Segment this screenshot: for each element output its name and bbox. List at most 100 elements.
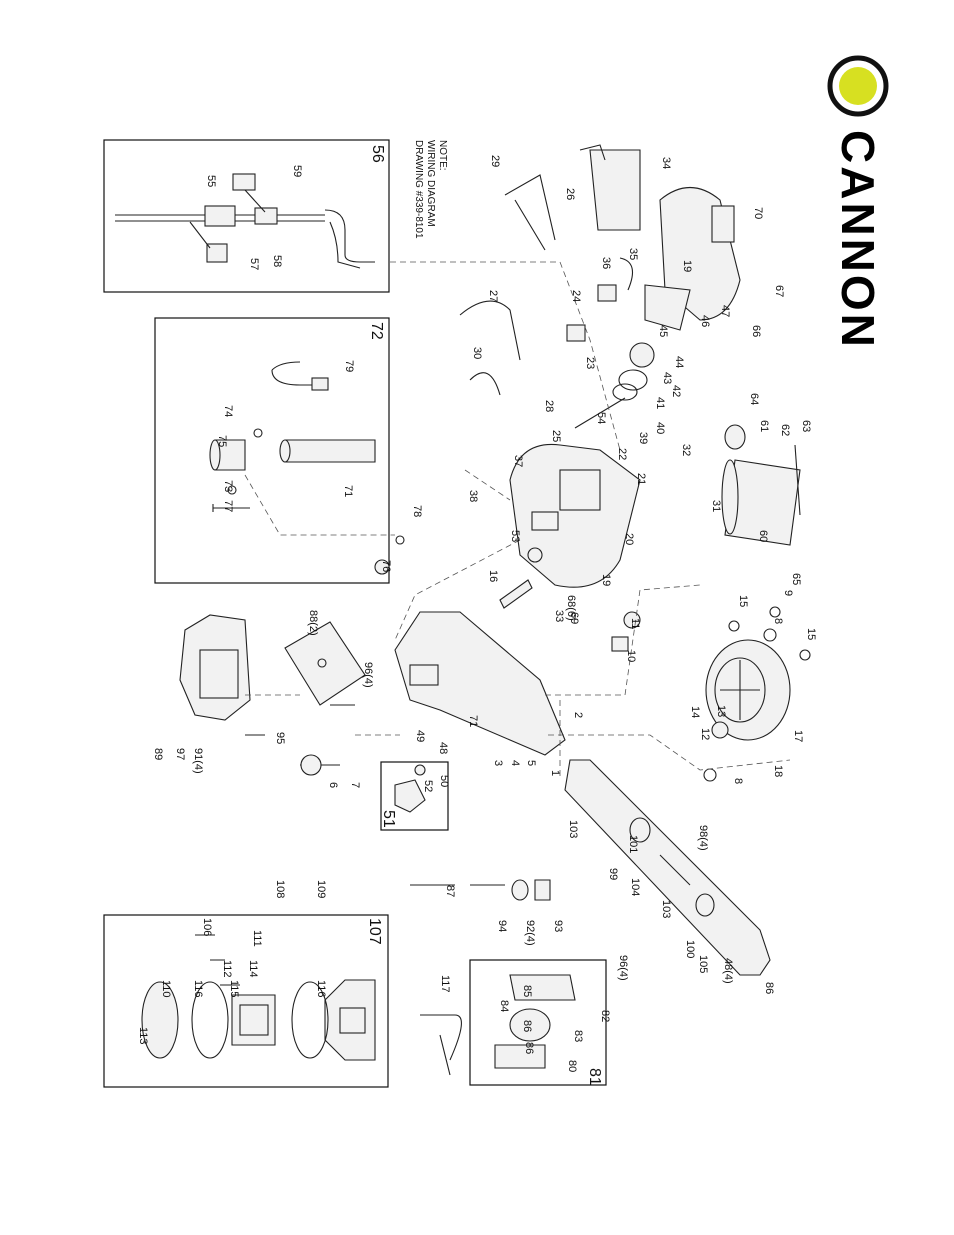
part-number-label: 96(4)	[617, 955, 629, 981]
box-81-label: 81	[586, 1068, 603, 1086]
part-number-label: 57	[248, 258, 260, 270]
part-number-label: 20	[623, 533, 635, 545]
part-number-label: 63	[800, 420, 812, 432]
part-number-label: 15	[805, 628, 817, 640]
part-number-label: 95	[274, 732, 286, 744]
box-56: 56	[103, 139, 390, 293]
part-number-label: 75	[216, 435, 228, 447]
part-number-label: 16	[487, 570, 499, 582]
part-number-label: 50	[438, 775, 450, 787]
part-number-label: 1	[549, 770, 561, 776]
part-number-label: 60	[757, 530, 769, 542]
part-number-label: 98(4)	[697, 825, 709, 851]
part-number-label: 85	[521, 985, 533, 997]
part-number-label: 39	[637, 432, 649, 444]
note-line-2: WIRING DIAGRAM	[425, 140, 436, 227]
part-number-label: 91(4)	[192, 748, 204, 774]
part-number-label: 25	[550, 430, 562, 442]
part-number-label: 32	[680, 444, 692, 456]
part-number-label: 55	[205, 175, 217, 187]
part-number-label: 94	[496, 920, 508, 932]
part-number-label: 44	[673, 356, 685, 368]
part-number-label: 103	[660, 900, 672, 918]
part-number-label: 64	[748, 393, 760, 405]
part-number-label: 89	[152, 748, 164, 760]
part-number-label: 100	[684, 940, 696, 958]
part-number-label: 84	[498, 1000, 510, 1012]
part-number-label: 40	[654, 422, 666, 434]
part-number-label: 101	[627, 835, 639, 853]
part-number-label: 3	[492, 760, 504, 766]
part-number-label: 92(4)	[524, 920, 536, 946]
part-number-label: 21	[635, 473, 647, 485]
part-number-label: 70	[752, 207, 764, 219]
part-number-label: 7	[349, 782, 361, 788]
part-number-label: 35	[627, 248, 639, 260]
part-number-label: 4	[509, 760, 521, 766]
part-number-label: 53	[509, 530, 521, 542]
part-number-label: 82	[599, 1010, 611, 1022]
cannon-logo: CANNON	[827, 55, 889, 350]
part-number-label: 80	[566, 1060, 578, 1072]
note-line-3: DRAWING #339-8101	[413, 140, 424, 239]
part-number-label: 71	[342, 485, 354, 497]
part-number-label: 65	[790, 573, 802, 585]
part-number-label: 19	[681, 260, 693, 272]
part-number-label: 88(2)	[307, 610, 319, 636]
part-number-label: 67	[773, 285, 785, 297]
main-assembly	[179, 144, 811, 1076]
part-number-label: 52	[422, 780, 434, 792]
part-number-label: 86	[523, 1042, 535, 1054]
part-number-label: 27	[487, 290, 499, 302]
part-number-label: 78	[411, 505, 423, 517]
part-number-label: 61	[758, 420, 770, 432]
part-number-label: 30	[471, 347, 483, 359]
box-81: 81	[469, 959, 607, 1086]
part-number-label: 93	[552, 920, 564, 932]
part-number-label: 13	[715, 705, 727, 717]
box-51-label: 51	[380, 810, 397, 828]
part-number-label: 113	[137, 1027, 149, 1045]
part-number-label: 31	[710, 500, 722, 512]
part-number-label: 54	[595, 412, 607, 424]
part-number-label: 69	[568, 612, 580, 624]
part-number-label: 22	[616, 448, 628, 460]
wiring-note: NOTE: WIRING DIAGRAM DRAWING #339-8101	[413, 140, 448, 239]
part-number-label: 62	[779, 424, 791, 436]
box-72: 72	[154, 317, 405, 584]
part-number-label: 114	[247, 960, 259, 978]
part-number-label: 34	[660, 157, 672, 169]
part-number-label: 105	[697, 955, 709, 973]
part-number-label: 73	[222, 480, 234, 492]
part-number-label: 24	[570, 290, 582, 302]
box-51: 51	[380, 761, 449, 831]
brand-name: CANNON	[832, 130, 884, 350]
part-number-label: 2	[572, 712, 584, 718]
part-number-label: 45	[657, 325, 669, 337]
part-number-label: 116	[192, 980, 204, 998]
part-number-label: 42	[670, 385, 682, 397]
part-number-label: 79	[343, 360, 355, 372]
part-number-label: 8	[772, 618, 784, 624]
part-number-label: 46	[699, 315, 711, 327]
part-number-label: 41	[654, 397, 666, 409]
part-number-label: 83	[572, 1030, 584, 1042]
box-56-label: 56	[369, 145, 386, 163]
part-number-label: 10	[625, 650, 637, 662]
part-number-label: 58	[271, 255, 283, 267]
part-number-label: 109	[315, 880, 327, 898]
part-number-label: 87	[444, 885, 456, 897]
part-number-label: 23	[584, 357, 596, 369]
note-line-1: NOTE:	[437, 140, 448, 171]
part-number-label: 47	[719, 305, 731, 317]
part-number-label: 18	[772, 765, 784, 777]
part-number-label: 5	[525, 760, 537, 766]
box-107: 107	[103, 914, 389, 1088]
part-number-label: 11	[629, 618, 641, 629]
part-number-label: 110	[160, 980, 172, 998]
part-number-label: 12	[699, 728, 711, 740]
part-number-label: 14	[689, 706, 701, 718]
part-number-label: 116	[315, 980, 327, 998]
part-number-label: 17	[792, 730, 804, 742]
